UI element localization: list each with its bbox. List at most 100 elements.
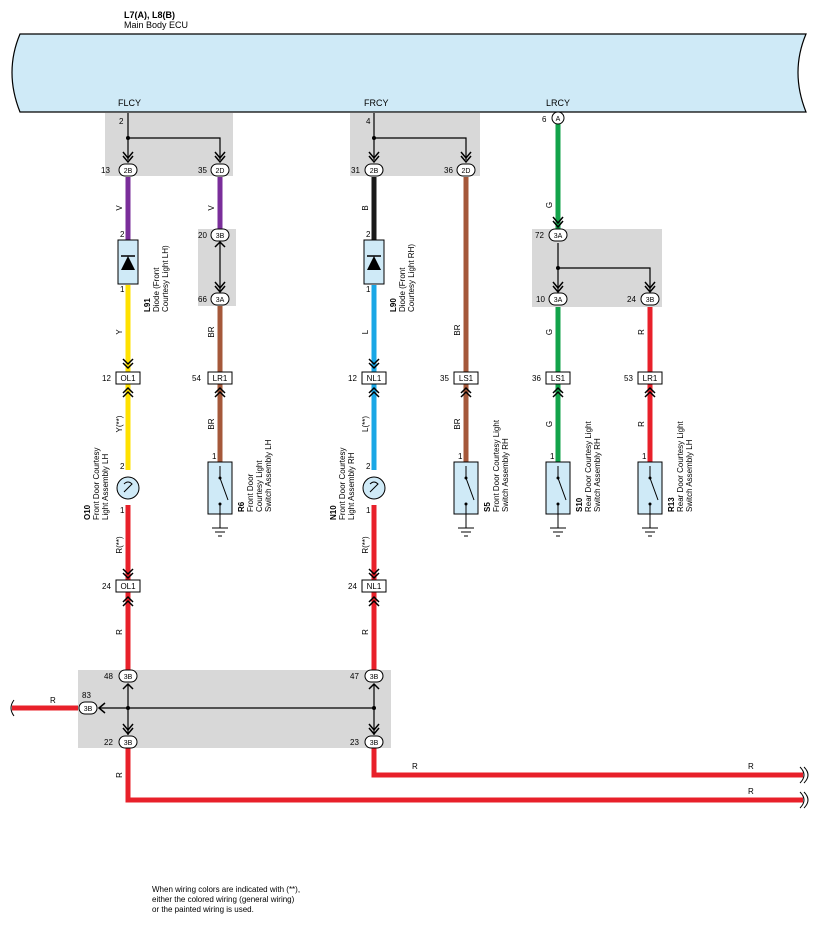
svg-text:Y(**): Y(**) (115, 415, 124, 432)
svg-text:Rear Door Courtesy Light: Rear Door Courtesy Light (676, 421, 685, 512)
label-n10: N10 Front Door Courtesy Light Assembly R… (329, 448, 356, 520)
terminal-54: 54 (192, 374, 201, 383)
svg-text:R: R (637, 421, 646, 427)
svg-text:V: V (115, 205, 124, 211)
svg-text:R6: R6 (237, 501, 246, 512)
svg-text:R: R (115, 629, 124, 635)
label-r13: R13 Rear Door Courtesy Light Switch Asse… (667, 421, 694, 512)
svg-text:R: R (412, 762, 418, 771)
terminal-4: 4 (366, 117, 371, 126)
connector-3a-10: 3A (548, 292, 568, 306)
connector-ls1-36: LS1 (545, 371, 571, 385)
svg-text:NL1: NL1 (367, 374, 382, 383)
chevron-icons (97, 151, 656, 736)
svg-text:3B: 3B (84, 706, 93, 713)
svg-text:R: R (115, 772, 124, 778)
svg-text:LS1: LS1 (551, 374, 566, 383)
label-o10: O10 Front Door Courtesy Light Assembly L… (83, 448, 110, 520)
svg-text:OL1: OL1 (120, 582, 136, 591)
svg-text:S5: S5 (483, 502, 492, 512)
svg-text:R(**): R(**) (361, 536, 370, 554)
pin-1-l90: 1 (366, 285, 371, 294)
pin-frcy: FRCY (364, 98, 389, 108)
svg-text:R: R (748, 787, 754, 796)
svg-text:Front Door Courtesy: Front Door Courtesy (338, 448, 347, 520)
svg-text:R: R (748, 762, 754, 771)
pin-1-r6: 1 (212, 452, 217, 461)
wire-breaks (10, 699, 809, 809)
svg-text:G: G (545, 329, 554, 335)
svg-text:BR: BR (453, 324, 462, 335)
svg-text:Courtesy Light RH): Courtesy Light RH) (407, 244, 416, 312)
terminal-10: 10 (536, 295, 545, 304)
pin-1-s5: 1 (458, 452, 463, 461)
connector-3b-24: 3B (640, 292, 660, 306)
svg-text:Front Door: Front Door (246, 473, 255, 512)
terminal-36-ls1: 36 (532, 374, 541, 383)
terminal-23: 23 (350, 738, 359, 747)
switch-r13 (637, 461, 663, 537)
svg-text:L90: L90 (389, 298, 398, 312)
terminal-48: 48 (104, 672, 113, 681)
terminal-24-top: 24 (627, 295, 636, 304)
svg-text:L91: L91 (143, 298, 152, 312)
svg-text:3B: 3B (124, 740, 133, 747)
pin-flcy: FLCY (118, 98, 141, 108)
terminal-36: 36 (444, 166, 453, 175)
terminal-22: 22 (104, 738, 113, 747)
terminal-31: 31 (351, 166, 360, 175)
svg-text:Diode (Front: Diode (Front (152, 267, 161, 312)
diode-l90 (363, 239, 385, 285)
pin-2-l91: 2 (120, 230, 125, 239)
terminal-20: 20 (198, 231, 207, 240)
svg-text:Rear Door Courtesy Light: Rear Door Courtesy Light (584, 421, 593, 512)
connector-3b-20: 3B (210, 228, 230, 242)
connector-2d-35: 2D (210, 163, 230, 177)
svg-text:2D: 2D (216, 168, 225, 175)
terminal-2: 2 (119, 117, 124, 126)
pin-2-n10: 2 (366, 462, 371, 471)
label-l90: L90 Diode (Front Courtesy Light RH) (389, 244, 416, 312)
component-labels: L91 Diode (Front Courtesy Light LH) L90 … (83, 244, 694, 520)
svg-text:2B: 2B (370, 168, 379, 175)
label-l91: L91 Diode (Front Courtesy Light LH) (143, 245, 170, 312)
svg-text:3A: 3A (554, 233, 563, 240)
svg-text:V: V (207, 205, 216, 211)
main-body-ecu-box (11, 33, 807, 113)
connector-nl1-24: NL1 (361, 579, 387, 593)
svg-text:NL1: NL1 (367, 582, 382, 591)
svg-text:either the colored wiring (gen: either the colored wiring (general wirin… (152, 895, 295, 904)
terminal-72: 72 (535, 231, 544, 240)
svg-text:Light Assembly LH: Light Assembly LH (101, 454, 110, 520)
svg-text:OL1: OL1 (120, 374, 136, 383)
connector-3b-47: 3B (364, 669, 384, 683)
connector-ol1-12: OL1 (115, 371, 141, 385)
svg-text:3B: 3B (370, 674, 379, 681)
connector-a: A (551, 111, 565, 125)
terminal-24-nl1: 24 (348, 582, 357, 591)
svg-text:R(**): R(**) (115, 536, 124, 554)
lamp-o10 (116, 476, 140, 500)
pin-1-n10: 1 (366, 506, 371, 515)
connector-ol1-24: OL1 (115, 579, 141, 593)
svg-text:Y: Y (115, 329, 124, 335)
svg-text:N10: N10 (329, 505, 338, 520)
svg-text:L: L (361, 329, 370, 334)
svg-text:G: G (545, 202, 554, 208)
terminal-83: 83 (82, 691, 91, 700)
svg-text:Switch Assembly LH: Switch Assembly LH (264, 439, 273, 512)
svg-text:S10: S10 (575, 497, 584, 512)
svg-text:BR: BR (207, 326, 216, 337)
terminal-35-ls1: 35 (440, 374, 449, 383)
label-s5: S5 Front Door Courtesy Light Switch Asse… (483, 419, 510, 512)
terminal-53: 53 (624, 374, 633, 383)
svg-text:3B: 3B (370, 740, 379, 747)
terminal-13: 13 (101, 166, 110, 175)
pin-1-o10: 1 (120, 506, 125, 515)
svg-text:Switch Assembly RH: Switch Assembly RH (501, 438, 510, 512)
svg-text:LR1: LR1 (213, 374, 228, 383)
connector-2b-31: 2B (364, 163, 384, 177)
ecu-name: Main Body ECU (124, 20, 188, 30)
connector-3a-72: 3A (548, 228, 568, 242)
